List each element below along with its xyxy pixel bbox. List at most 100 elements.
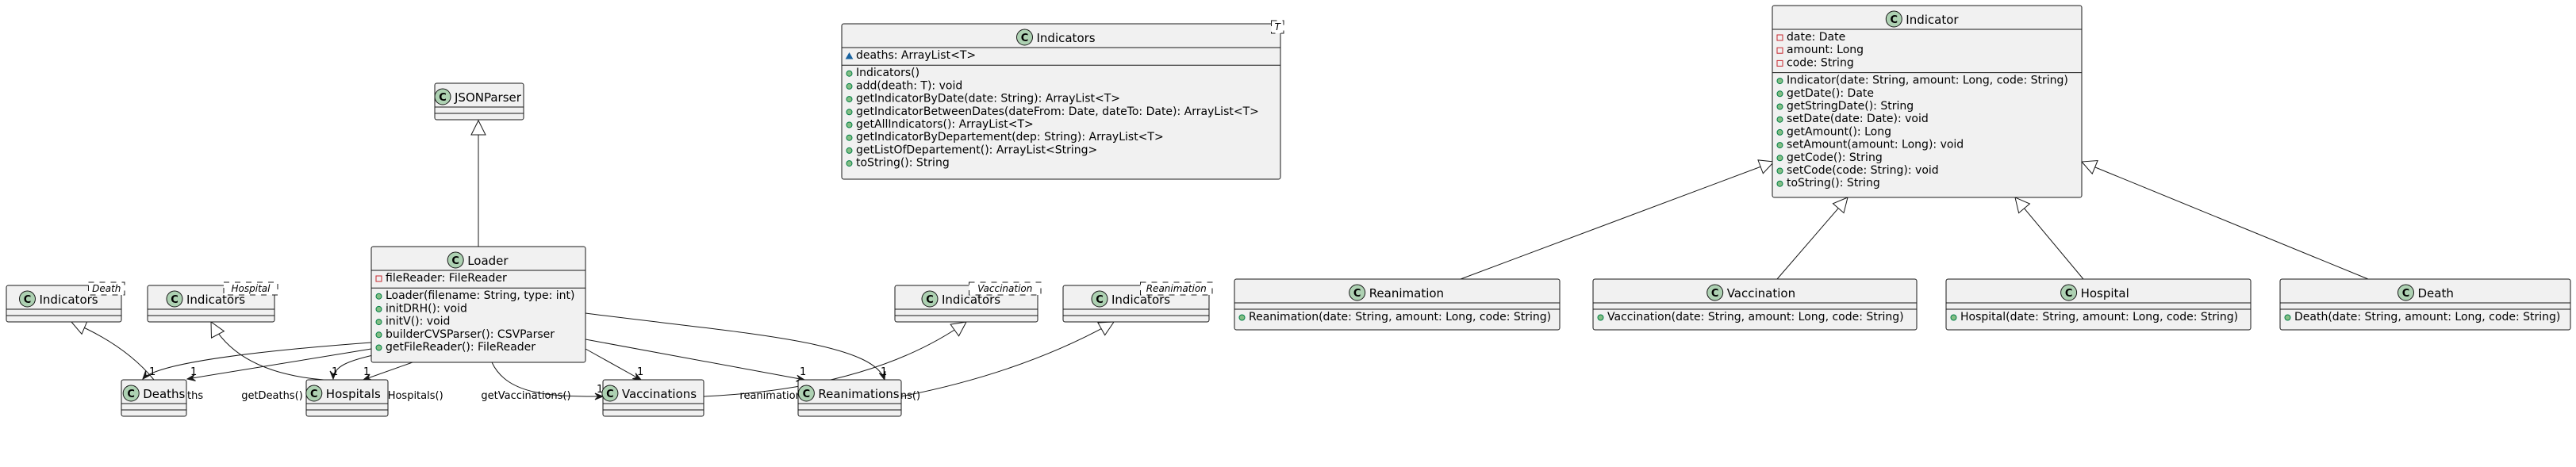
- class-hospitals[interactable]: C Hospitals: [305, 379, 389, 417]
- class-icon: [2060, 284, 2078, 301]
- relation-getvaccinations: getVaccinations() 1: [481, 362, 605, 402]
- relation-vaccination_indicator: [1776, 197, 1849, 280]
- relation-line: [1460, 161, 1775, 280]
- class-icon-glyph: C: [1711, 288, 1719, 300]
- class-icon-glyph: C: [803, 389, 811, 400]
- relation-line: [210, 321, 324, 381]
- class-name: Death: [2418, 286, 2454, 300]
- multiplicity: 1: [597, 384, 603, 396]
- visibility-public-icon: [846, 160, 853, 167]
- visibility-public-icon: [1776, 167, 1783, 174]
- relation-deaths_indicators: [70, 320, 155, 381]
- method: initV(): void: [386, 316, 450, 328]
- inheritance-arrowhead: [210, 321, 225, 339]
- multiplicity: 1: [190, 366, 197, 378]
- visibility-public-icon: [1776, 180, 1783, 187]
- relation-line: [186, 348, 372, 380]
- relation-label: getHospitals(): [370, 390, 443, 402]
- class-box: [2279, 278, 2571, 331]
- class-box: [1772, 5, 2083, 198]
- relation-reanimation_indicator: [1460, 159, 1776, 280]
- inheritance-arrowhead: [2080, 159, 2098, 175]
- relation-label: getDeaths(): [241, 390, 303, 402]
- class-icon-glyph: C: [310, 389, 318, 400]
- visibility-public-icon: [375, 331, 382, 339]
- visibility-public-icon: [1776, 128, 1783, 136]
- method: setCode(code: String): void: [1787, 164, 1939, 177]
- visibility-public-icon: [1238, 314, 1246, 321]
- class-name: Indicators: [942, 293, 1000, 307]
- class-icon-glyph: C: [1096, 294, 1104, 306]
- relation-death_indicator: [2080, 159, 2369, 280]
- method: Hospital(date: String, amount: Long, cod…: [1960, 311, 2238, 323]
- field: amount: Long: [1787, 44, 1864, 56]
- association-arrowhead: [594, 392, 605, 400]
- class-name: Deaths: [143, 387, 185, 401]
- visibility-public-icon: [846, 96, 853, 103]
- type-parameter-box: [1140, 281, 1213, 296]
- class-icon-glyph: C: [1021, 33, 1029, 44]
- visibility-public-icon: [1776, 103, 1783, 110]
- class-name: Indicators: [1111, 293, 1170, 307]
- class-box: [1234, 278, 1561, 331]
- relation-line: [142, 342, 372, 380]
- class-name: Vaccinations: [622, 387, 697, 401]
- class-box: [797, 379, 902, 417]
- class-icon-glyph: C: [439, 92, 447, 104]
- class-name: Indicators: [186, 293, 245, 307]
- multiplicity: 1: [881, 366, 887, 378]
- visibility-public-icon: [846, 82, 853, 90]
- class-icon: [1349, 284, 1366, 301]
- relation-label: reanimations: [739, 390, 807, 402]
- class-icon: [921, 290, 939, 308]
- class-name: Hospitals: [326, 387, 381, 401]
- inheritance-arrowhead: [1097, 321, 1115, 336]
- class-box: [1592, 278, 1918, 331]
- class-icon-glyph: C: [2065, 288, 2073, 300]
- visibility-public-icon: [2284, 314, 2291, 321]
- method: setDate(date: Date): void: [1787, 113, 1929, 125]
- relation-label: getVaccinations(): [481, 390, 570, 402]
- class-icon-glyph: C: [171, 294, 179, 306]
- type-parameter: Hospital: [232, 283, 271, 294]
- method: getStringDate(): String: [1787, 100, 1914, 113]
- visibility-public-icon: [1597, 314, 1604, 321]
- multiplicity: 1: [800, 366, 806, 378]
- multiplicity: 1: [332, 366, 338, 378]
- relation-line: [363, 362, 413, 381]
- type-parameter: Reanimation: [1146, 283, 1207, 294]
- class-name: Loader: [467, 254, 509, 268]
- class-icon: [166, 290, 183, 308]
- relation-reanimations_indicators: [900, 321, 1115, 397]
- visibility-public-icon: [846, 121, 853, 128]
- visibility-public-icon: [1776, 116, 1783, 123]
- visibility-public-icon: [375, 319, 382, 326]
- visibility-private-icon: [1776, 47, 1783, 54]
- association-arrowhead: [329, 370, 337, 381]
- type-parameter: T: [1275, 21, 1282, 33]
- method: getIndicatorByDepartement(dep: String): …: [856, 131, 1164, 144]
- multiplicity: 1: [149, 366, 155, 378]
- visibility-private-icon: [1776, 34, 1783, 41]
- class-icon-glyph: C: [24, 294, 32, 306]
- method: Vaccination(date: String, amount: Long, …: [1607, 311, 1904, 323]
- relation-hospitals_indicators: [210, 321, 324, 381]
- method: Loader(filename: String, type: int): [386, 289, 574, 302]
- visibility-public-icon: [1776, 142, 1783, 149]
